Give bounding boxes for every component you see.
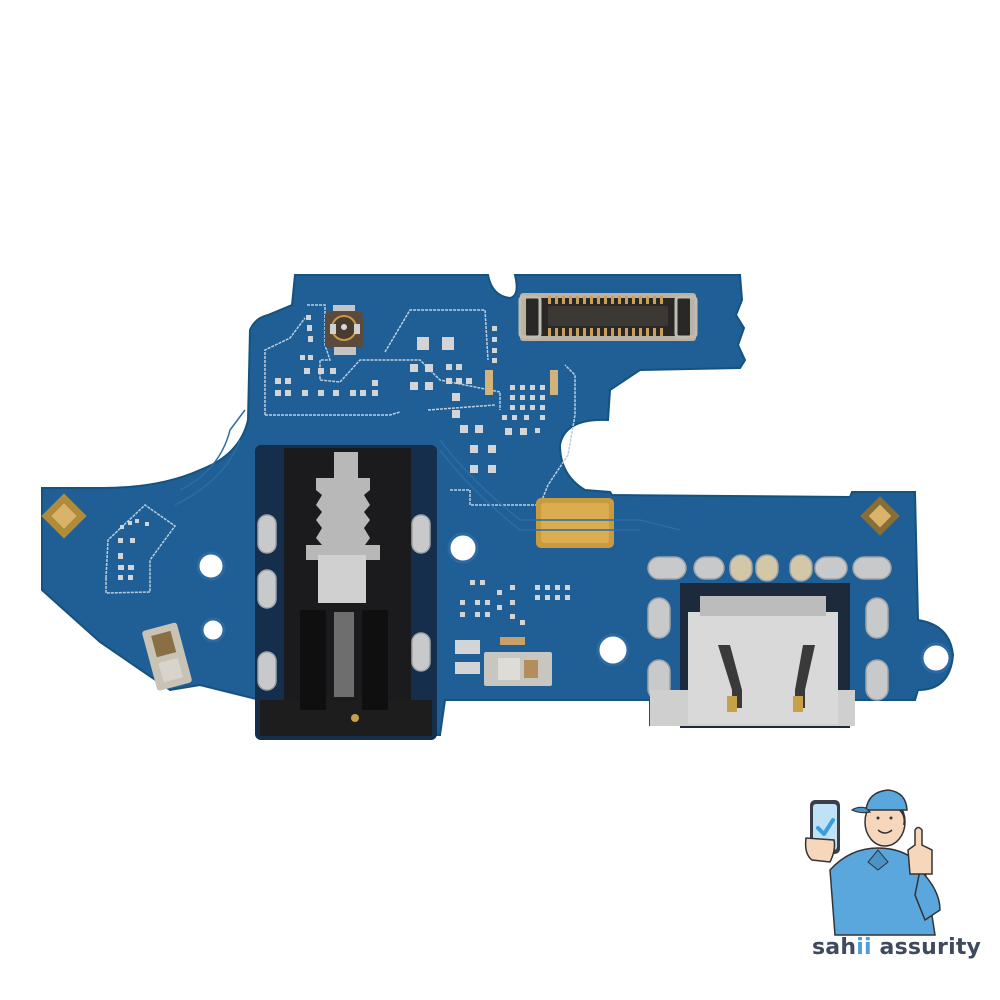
gold-contact-pad-right [860,496,900,536]
usb-c-port [650,583,855,728]
solder-pads-jack [257,514,431,691]
brand-prefix: sah [812,935,857,960]
microphone [536,498,614,548]
headphone-jack [255,445,437,740]
resistor-chip [485,370,493,395]
btb-connector [518,293,698,341]
resistor-chip [550,370,558,395]
flex-connector-left [142,622,192,691]
brand-name: sahii assurity [812,935,981,960]
brand-accent: ii [856,935,872,960]
smd-components [118,315,570,674]
usb-c-solder-pads [647,554,892,701]
antenna-connector [325,305,363,355]
flex-connector-small [484,652,552,686]
pcb-traces [174,409,681,531]
brand-suffix: assurity [871,935,982,960]
brand-logo-illustration [804,789,941,936]
mounting-holes [196,532,952,674]
